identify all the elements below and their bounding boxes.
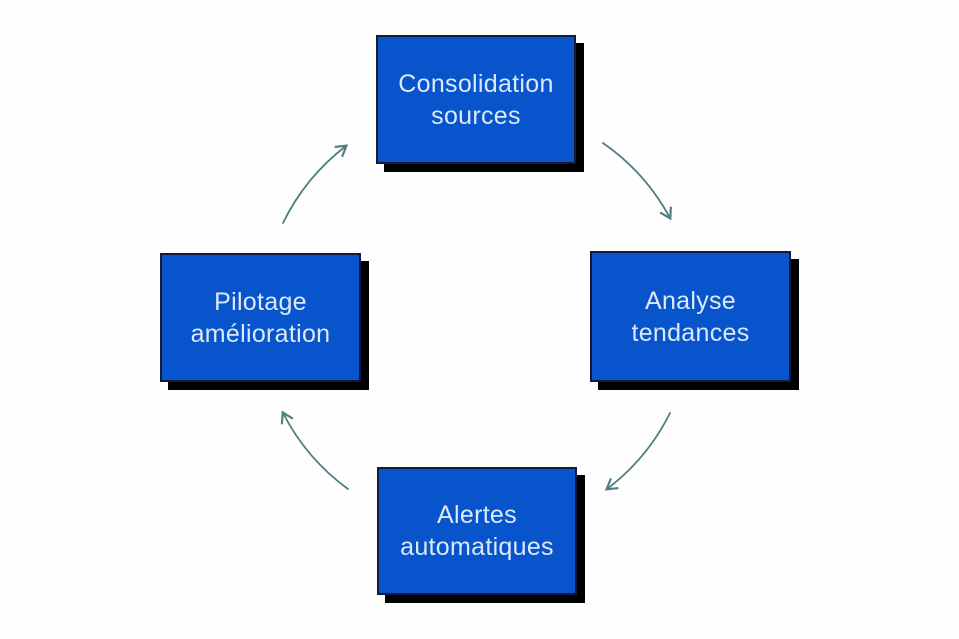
arrow-consolidation-to-analyse-icon bbox=[602, 142, 672, 221]
node-analyse-tendances: Analyse tendances bbox=[590, 251, 791, 382]
node-label: Analyse tendances bbox=[631, 286, 750, 347]
node-label: Consolidation sources bbox=[398, 69, 554, 130]
node-pilotage-amelioration: Pilotage amélioration bbox=[160, 253, 361, 382]
arrow-pilotage-to-consolidation-icon bbox=[282, 144, 349, 224]
node-label: Pilotage amélioration bbox=[190, 287, 331, 348]
node-alertes-automatiques: Alertes automatiques bbox=[377, 467, 577, 595]
arrow-alertes-to-pilotage-icon bbox=[280, 410, 349, 490]
arrow-analyse-to-alertes-icon bbox=[604, 412, 671, 491]
node-label: Alertes automatiques bbox=[400, 501, 554, 561]
node-consolidation-sources: Consolidation sources bbox=[376, 35, 576, 164]
